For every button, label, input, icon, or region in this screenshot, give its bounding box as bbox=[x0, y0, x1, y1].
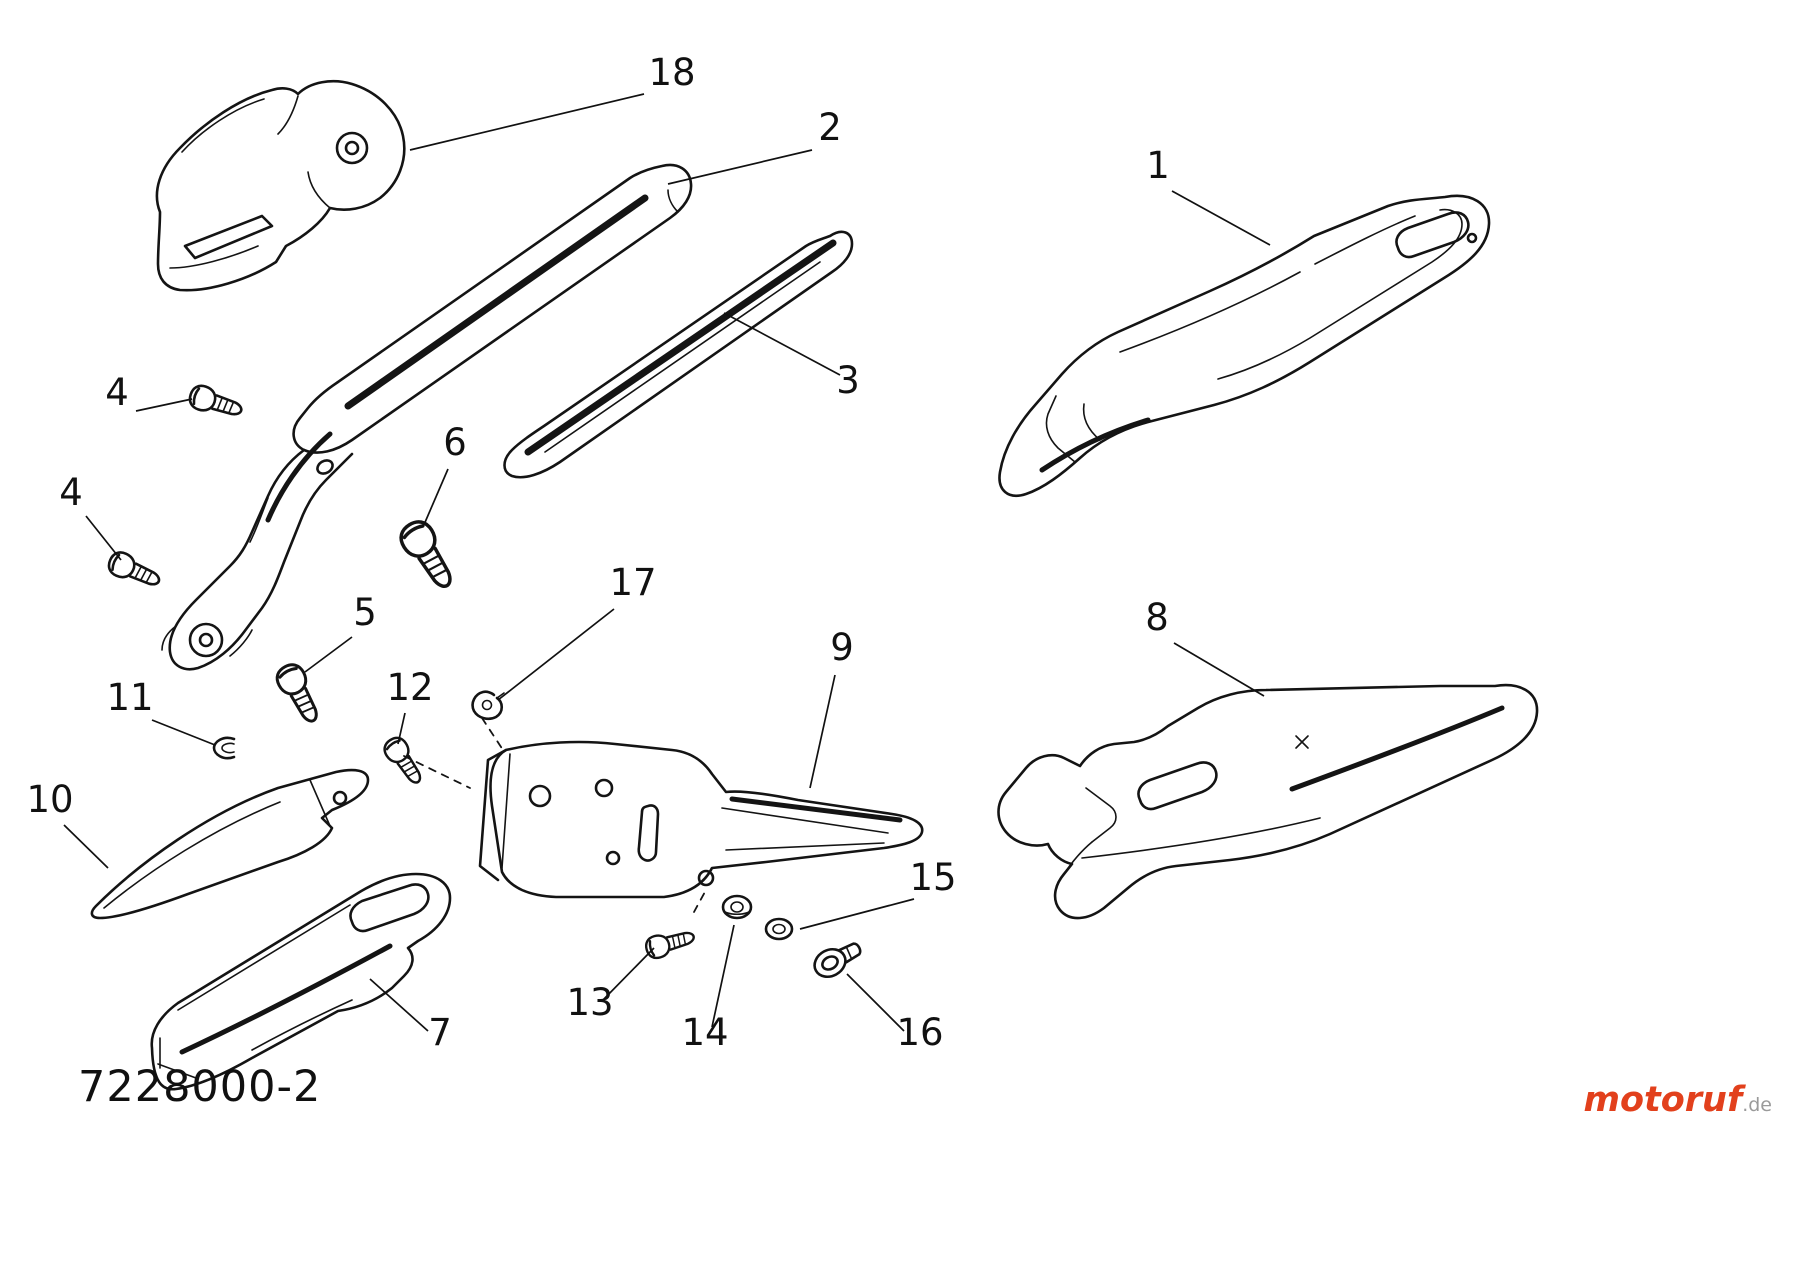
leader-line-8 bbox=[1173, 642, 1265, 697]
part-label-7: 7 bbox=[428, 1011, 452, 1054]
leader-line-16 bbox=[846, 973, 905, 1032]
part-2-handle-lever bbox=[161, 163, 693, 671]
watermark-brand: motoruf bbox=[1583, 1080, 1743, 1120]
part-1-upper-handle bbox=[998, 194, 1491, 497]
part-15-washer bbox=[764, 917, 794, 941]
part-label-15: 15 bbox=[909, 856, 956, 899]
part-17-retaining-clip bbox=[471, 690, 505, 721]
part-4-screw-lower bbox=[104, 547, 165, 594]
watermark: motoruf.de bbox=[1584, 1080, 1773, 1120]
part-label-1: 1 bbox=[1146, 144, 1170, 187]
leader-line-5 bbox=[304, 636, 353, 673]
part-4-screw-upper bbox=[185, 381, 247, 424]
part-label-8: 8 bbox=[1145, 596, 1169, 639]
leader-line-10 bbox=[63, 824, 109, 869]
part-6-screw bbox=[393, 514, 463, 596]
leader-line-12 bbox=[397, 712, 406, 745]
part-label-11: 11 bbox=[106, 676, 153, 719]
leader-line-4b bbox=[85, 515, 122, 561]
part-label-17: 17 bbox=[609, 561, 656, 604]
leader-line-13 bbox=[601, 947, 655, 1002]
part-label-14: 14 bbox=[681, 1011, 728, 1054]
leader-line-7 bbox=[369, 978, 429, 1032]
leader-line-2 bbox=[667, 149, 813, 185]
leader-line-17 bbox=[497, 608, 615, 701]
leader-line-14 bbox=[711, 924, 735, 1028]
part-14-nut bbox=[721, 894, 753, 920]
part-9-anvil-body bbox=[403, 717, 924, 913]
part-label-10: 10 bbox=[26, 778, 73, 821]
drawing-number: 7228000-2 bbox=[78, 1062, 322, 1112]
part-3-spring-strip bbox=[503, 230, 854, 479]
part-label-13: 13 bbox=[566, 981, 613, 1024]
part-8-lower-handle bbox=[997, 683, 1539, 920]
leader-line-15 bbox=[799, 898, 915, 930]
part-label-3: 3 bbox=[836, 359, 860, 402]
leader-line-3 bbox=[723, 312, 841, 376]
part-10-blade bbox=[90, 768, 370, 920]
part-label-4a: 4 bbox=[105, 371, 129, 414]
part-label-16: 16 bbox=[896, 1011, 943, 1054]
part-label-18: 18 bbox=[648, 51, 695, 94]
leader-line-1 bbox=[1171, 190, 1271, 246]
part-16-bolt bbox=[813, 942, 862, 979]
part-7-counter-holder bbox=[150, 872, 452, 1091]
part-12-screw bbox=[379, 732, 429, 790]
part-13-screw bbox=[642, 924, 698, 962]
leader-line-18 bbox=[409, 93, 645, 151]
part-18-lock-latch bbox=[155, 80, 406, 292]
leader-line-11 bbox=[151, 719, 216, 746]
part-label-4b: 4 bbox=[59, 471, 83, 514]
watermark-suffix: .de bbox=[1742, 1094, 1772, 1116]
leader-line-6 bbox=[422, 468, 449, 528]
part-label-2: 2 bbox=[818, 106, 842, 149]
leader-line-9 bbox=[809, 674, 836, 789]
part-label-9: 9 bbox=[830, 626, 854, 669]
leader-line-4a bbox=[135, 398, 193, 412]
part-label-6: 6 bbox=[443, 421, 467, 464]
part-11-bushing bbox=[212, 736, 236, 760]
part-label-5: 5 bbox=[353, 591, 377, 634]
part-label-12: 12 bbox=[386, 666, 433, 709]
part-5-screw bbox=[271, 658, 328, 729]
